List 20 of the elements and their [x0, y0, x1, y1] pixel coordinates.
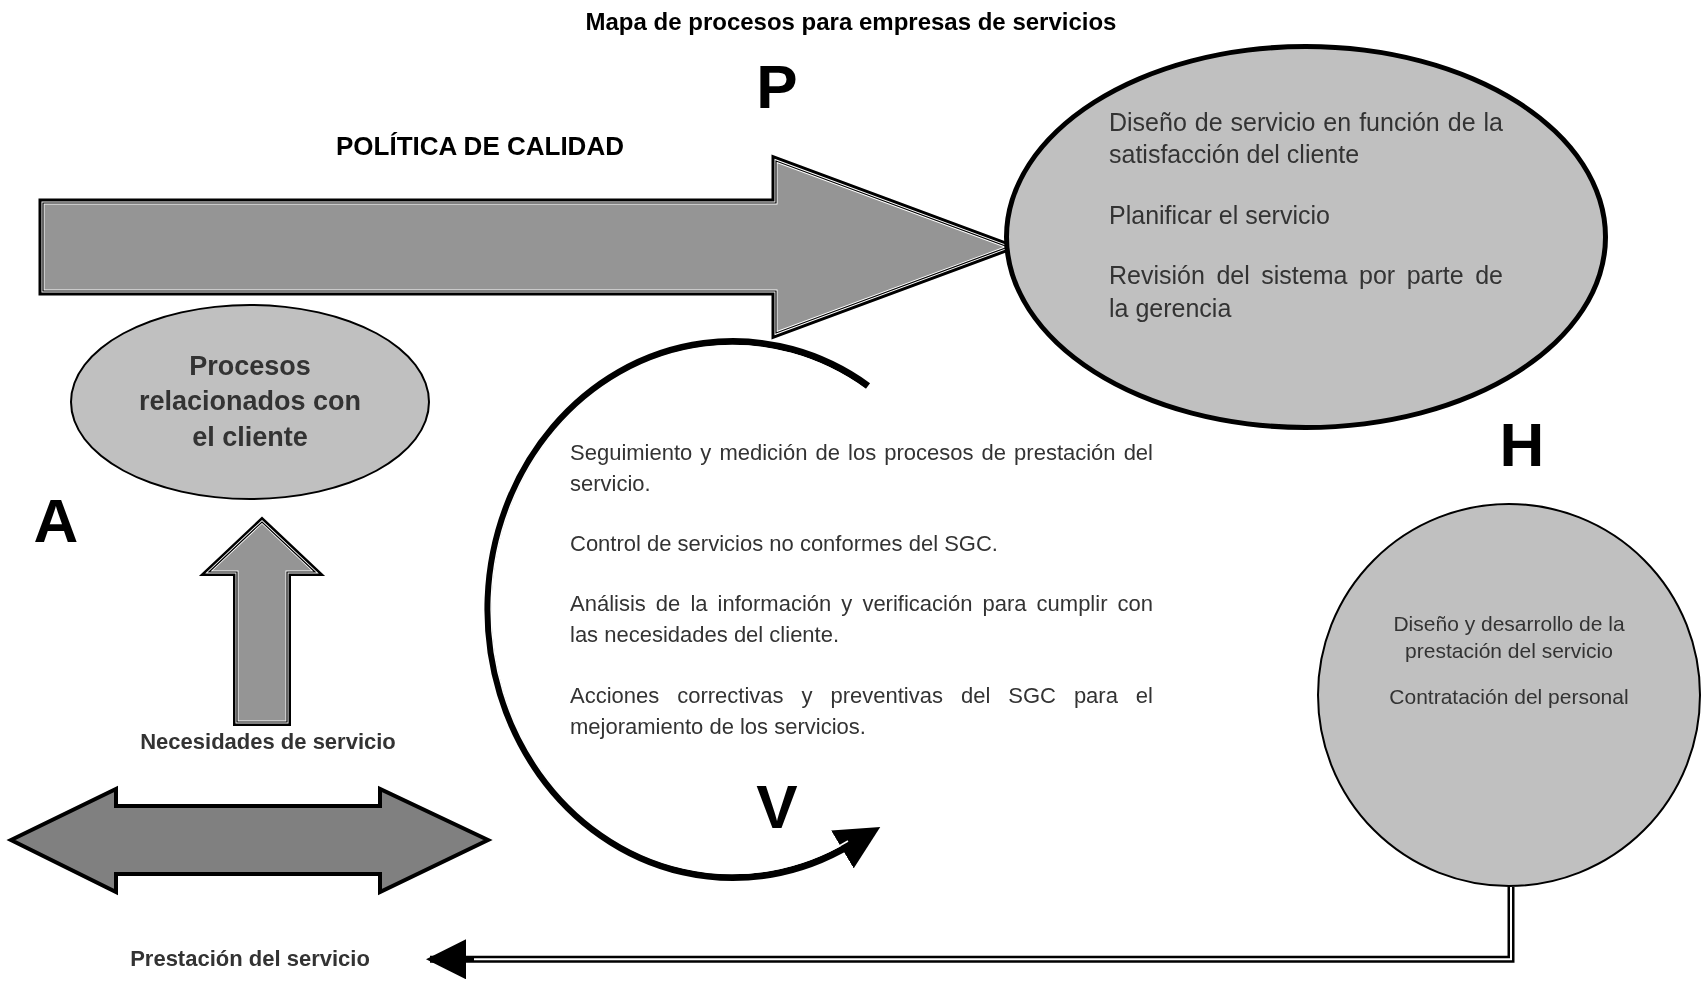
arrow: [426, 886, 1515, 980]
diagram-title: Mapa de procesos para empresas de servicios: [585, 8, 1117, 35]
paragraph: Seguimiento y medición de los procesos de prestación del servicio.: [570, 439, 1153, 498]
node-text: Diseño de servicio en función de la satisfacción del cliente: [1109, 106, 1503, 171]
cycle-letter: H: [1498, 414, 1546, 476]
node-text: Diseño y desarrollo de la prestación del servicio: [1392, 611, 1626, 665]
node-text: Contratación del personal: [1389, 683, 1629, 710]
paragraph: Acciones correctivas y preventivas del SGC para el mejoramiento de los servicios.: [570, 682, 1153, 741]
block-arrow: [198, 516, 326, 726]
paragraph: Análisis de la información y verificación para cumplir con las necesidades del cliente.: [570, 590, 1153, 649]
node-text: Planificar el servicio: [1109, 199, 1331, 231]
node-label: Prestación del servicio: [90, 945, 410, 974]
arrow-title: POLÍTICA DE CALIDAD: [335, 130, 625, 163]
cycle-letter: A: [32, 490, 80, 552]
paragraph: Control de servicios no conformes del SGC.: [570, 530, 999, 558]
cycle-letter: V: [755, 776, 799, 838]
cycle-letter: P: [755, 56, 799, 118]
node-label: Necesidades de servicio: [100, 728, 436, 757]
node-text: Revisión del sistema por parte de la gerencia: [1109, 260, 1503, 324]
node-text: Procesos relacionados con el cliente: [137, 350, 363, 454]
